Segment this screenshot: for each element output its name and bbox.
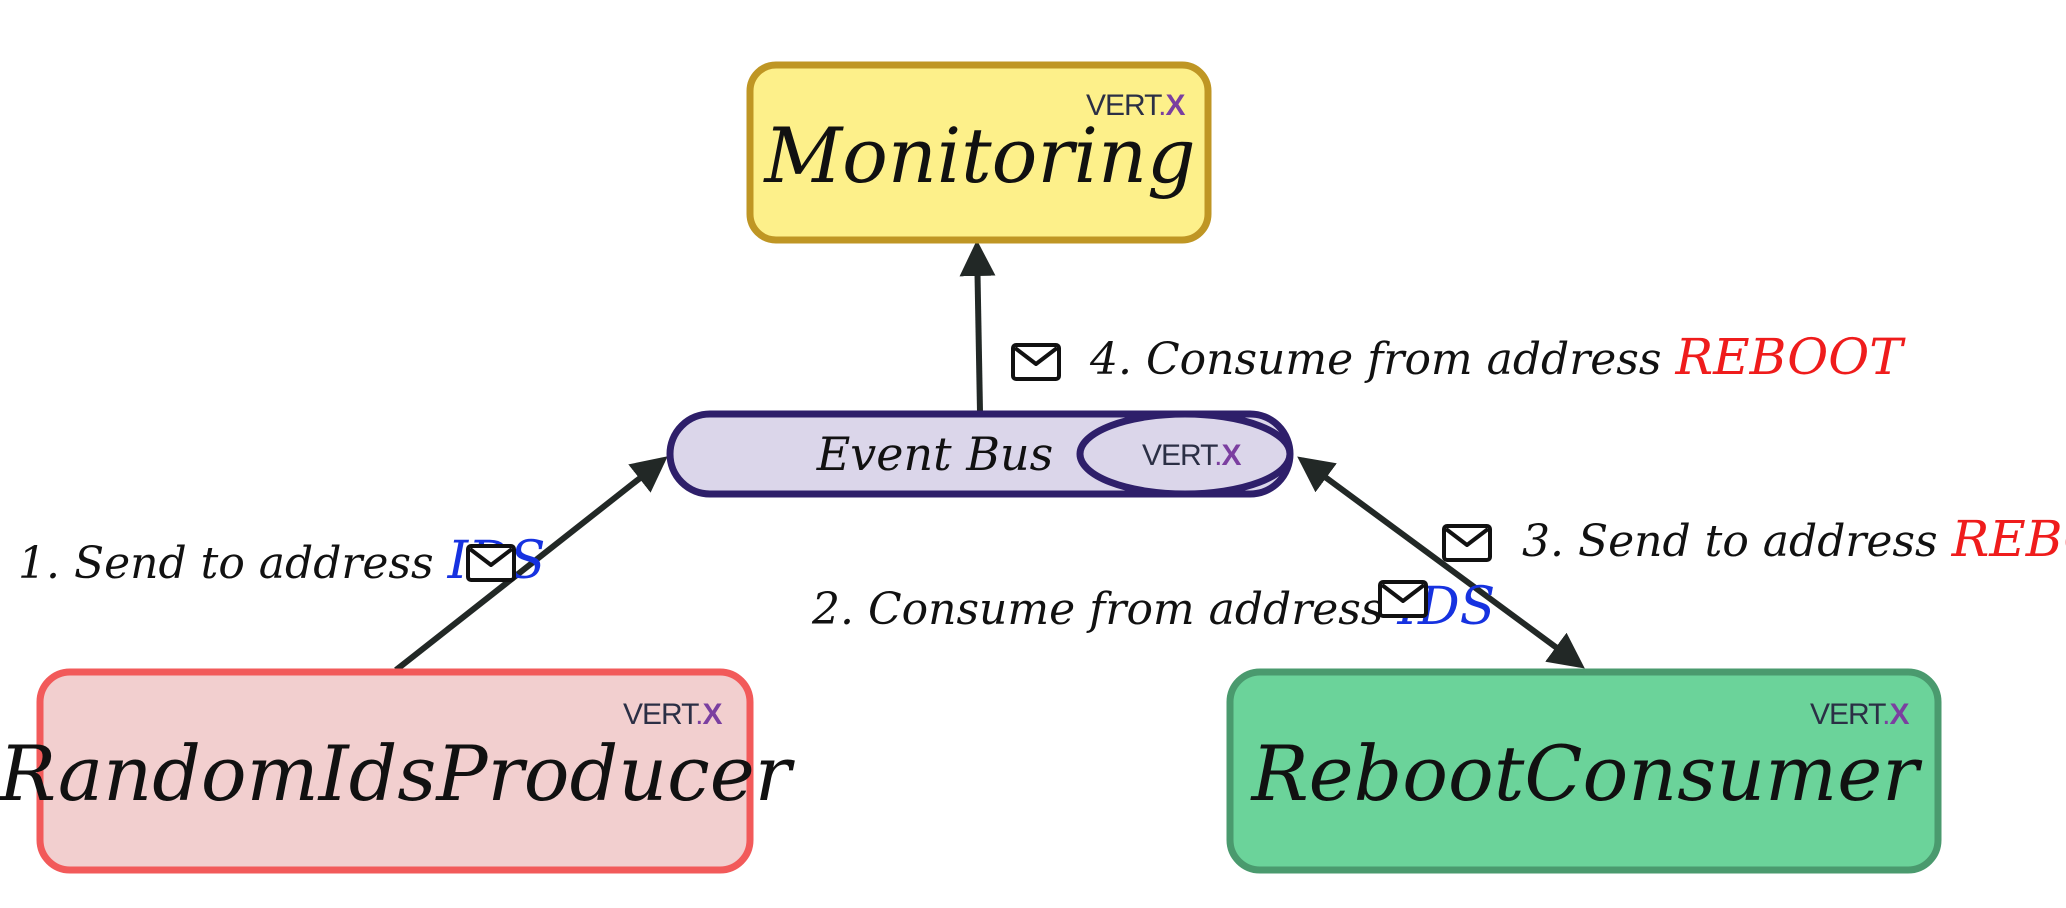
vertx-logo-dot: .	[695, 698, 702, 731]
consumer-title: RebootConsumer	[1249, 729, 1923, 818]
step-3-label: 3. Send to address REBOOT	[1522, 510, 2066, 568]
envelope-icon	[1442, 524, 1492, 562]
envelope-icon	[1011, 343, 1061, 381]
vertx-logo-dot: .	[1158, 89, 1165, 122]
consumer-box	[1226, 668, 1942, 874]
vertx-logo-x: X	[1166, 89, 1186, 122]
vertx-logo: VERT.X	[1086, 89, 1186, 122]
vertx-logo-word: VERT	[1086, 89, 1162, 122]
event-bus-outline	[666, 410, 1294, 498]
vertx-logo-x: X	[1890, 698, 1910, 731]
step-1-label: 1. Send to address IDS	[18, 531, 545, 591]
step-4-address: REBOOT	[1674, 328, 1906, 386]
producer-node: RandomIdsProducer VERT.X	[0, 668, 796, 874]
event-bus-label: Event Bus	[816, 427, 1054, 481]
step-2-text: 2. Consume from address	[811, 584, 1397, 635]
vertx-logo-x: X	[703, 698, 723, 731]
step-3-text: 3. Send to address	[1522, 516, 1952, 567]
vertx-logo-word: VERT	[1142, 439, 1218, 472]
vertx-logo-dot: .	[1214, 439, 1221, 472]
monitoring-box	[746, 61, 1212, 244]
producer-title: RandomIdsProducer	[0, 729, 796, 818]
monitoring-title: Monitoring	[762, 111, 1195, 200]
step-4-text: 4. Consume from address	[1089, 334, 1675, 385]
producer-box	[36, 668, 754, 874]
vertx-logo-word: VERT	[1810, 698, 1886, 731]
step-1-text: 1. Send to address	[18, 538, 448, 589]
step-2-label: 2. Consume from address IDS	[811, 577, 1495, 637]
envelope-icon	[466, 544, 516, 582]
monitoring-node: Monitoring VERT.X	[746, 61, 1212, 244]
vertx-logo: VERT.X	[623, 698, 723, 731]
step-3-address: REBOOT	[1951, 510, 2066, 568]
arrow-bus-consumer	[1297, 456, 1585, 669]
consumer-node: RebootConsumer VERT.X	[1226, 668, 1942, 874]
event-bus: Event Bus VERT.X	[666, 410, 1294, 498]
step-4-label: 4. Consume from address REBOOT	[1089, 328, 1906, 386]
envelope-icon	[1378, 580, 1428, 618]
arrow-bus-to-monitoring	[959, 240, 996, 413]
event-bus-cap	[1076, 414, 1290, 494]
vertx-logo-word: VERT	[623, 698, 699, 731]
vertx-logo: VERT.X	[1142, 439, 1242, 472]
vertx-logo: VERT.X	[1810, 698, 1910, 731]
vertx-logo-dot: .	[1882, 698, 1889, 731]
arrow-producer-to-bus	[394, 456, 668, 673]
vertx-logo-x: X	[1222, 439, 1242, 472]
